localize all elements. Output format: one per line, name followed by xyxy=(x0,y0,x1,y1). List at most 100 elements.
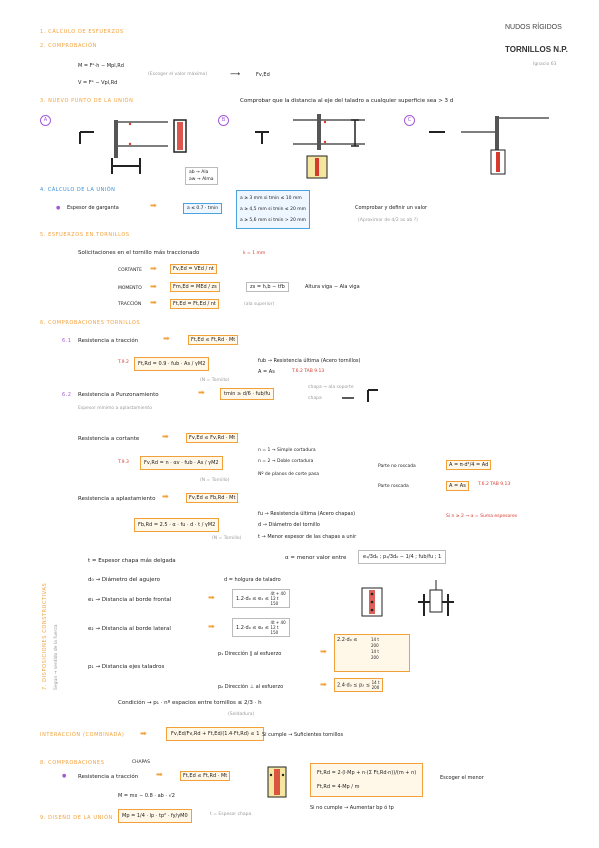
pitch-dir-2-arrow: ➡ xyxy=(320,680,327,689)
check-2-label: Resistencia a Punzonamiento xyxy=(78,392,159,398)
connection-a-drawing xyxy=(79,119,187,174)
fv-rd-box: Fv,Rd = n · αv · fub · As / γM2 xyxy=(140,456,223,470)
shear-label: CORTANTE xyxy=(118,268,142,273)
garganta-bullet: ● xyxy=(56,205,61,211)
distance-statement: Comprobar que la distancia al eje del ta… xyxy=(240,98,454,104)
moment-box: Fm,Ed = MEd / zs xyxy=(170,282,220,292)
garganta-rule-1: a ≥ 3 mm si tmin ≤ 10 mm xyxy=(240,196,302,201)
e2-rule-2: 12 t xyxy=(270,625,279,630)
punz-note: Espesor mínimo a aplastamiento xyxy=(78,406,152,411)
e2-box-text: 1.2·d₀ ≤ e₂ ≤ xyxy=(236,625,269,631)
check-2-num: 6.2 xyxy=(62,392,72,398)
fv-case-2-label: Parte roscada xyxy=(378,484,409,489)
bolt-statement: Solicitaciones en el tornillo más tracci… xyxy=(78,250,200,256)
pitch-dir-1-arrow: ➡ xyxy=(320,647,327,656)
fv-case-1-box: A = π·d²/4 = Ad xyxy=(446,460,492,470)
ft-rd-plate-1: Ft,Rd = 2·(l·Mp + n·(Σ Ft,Rd·n))/(m + n) xyxy=(317,770,417,776)
shear-arrow: ➡ xyxy=(150,264,157,273)
fv-case-2-box: A = As xyxy=(446,481,469,491)
section-6-heading: 6. COMPROBACIONES TORNILLOS xyxy=(40,320,141,326)
shear-formula: V = Fᵉ − Vpl,Rd xyxy=(78,80,118,86)
thin-plate-line: t = Espesor chapa más delgada xyxy=(88,558,176,564)
check-4-arrow: ➡ xyxy=(162,492,169,501)
ft-rd-plate-box: Ft,Rd = 2·(l·Mp + n·(Σ Ft,Rd·n))/(m + n)… xyxy=(310,763,424,797)
ft-rd-box: Ft,Rd = 0.9 · fub · As / γM2 xyxy=(134,357,210,371)
e1-arrow: ➡ xyxy=(208,593,215,602)
ft-plate-result: Si no cumple → Aumentar bp ó tp xyxy=(310,805,394,811)
connection-c-drawing xyxy=(429,116,549,175)
check-2-box: tmin ≥ d/6 · fub/fu xyxy=(220,388,275,400)
header-topic: NUDOS RÍGIDOS xyxy=(505,24,562,31)
e2-line: e₂ → Distancia al borde lateral xyxy=(88,626,171,632)
option-c-badge: C xyxy=(404,115,415,126)
p1-rule-1: 14 t xyxy=(371,637,379,642)
traction-label: TRACCIÓN xyxy=(118,302,142,307)
p1-rule-3: 14 t xyxy=(371,649,379,654)
e1-line: e₁ → Distancia al borde frontal xyxy=(88,597,172,603)
moment-label: MOMENTO xyxy=(118,286,142,291)
zs-note: Altura viga − Ala viga xyxy=(305,284,360,290)
check-1-box: Ft,Ed ≤ Ft,Rd · Mt xyxy=(188,335,239,345)
chapa-note-2: chapa xyxy=(308,396,322,401)
max-arrow: ⟶ xyxy=(230,70,241,78)
condition-line: Condición → p₁ · nº espacios entre torni… xyxy=(118,700,262,706)
plates-check-arrow: ➡ xyxy=(156,770,163,779)
interaction-result: Si cumple → Suficientes tornillos xyxy=(262,732,344,738)
zs-hint: (ala superior) xyxy=(244,302,275,307)
hole-note-ab: ab → Ala xyxy=(189,170,209,175)
header-note: Ignacio 63 xyxy=(533,62,557,67)
ft-rd-hint: (N = Tornillo) xyxy=(200,378,230,383)
fv-note-1: n = 1 → Simple cortadura xyxy=(258,448,316,453)
ft-rd-plate-2: Ft,Rd = 4·Mp / m xyxy=(317,784,360,790)
d0-result: d = holgura de taladro xyxy=(224,577,281,583)
interaction-arrow: ➡ xyxy=(140,729,147,738)
plates-check-box: Ft,Ed ≤ Ft,Rd · Mt xyxy=(180,771,231,781)
design-heading: 9. DISEÑO DE LA UNIÓN xyxy=(40,815,113,821)
header-title: TORNILLOS N.P. xyxy=(505,45,568,54)
max-hint: (Escoger el valor máximo) xyxy=(148,72,208,77)
check-1-arrow: ➡ xyxy=(163,334,170,343)
e1-rule-2: 12 t xyxy=(270,596,279,601)
fv-rd-hint: (N = Tornillo) xyxy=(200,478,230,483)
traction-arrow: ➡ xyxy=(150,298,157,307)
mp-hint: t = Espesor chapa xyxy=(210,812,252,817)
tab-9-2: T.9.2 xyxy=(118,360,129,365)
garganta-arrow: ➡ xyxy=(150,201,157,210)
check-2-arrow: ➡ xyxy=(198,388,205,397)
section-7-side-sub: Según → sentido de la fuerza xyxy=(54,624,59,690)
garganta-hint: (Aproximar de d/2 as ab ?) xyxy=(358,218,418,223)
hole-note: ab → Ala aw → Alma xyxy=(185,167,218,185)
e1-rule-3: 150 xyxy=(270,601,279,606)
plates-heading: 8. COMPROBACIONES xyxy=(40,760,105,766)
ft-note-2-red: T.6.2 TAB 9.13 xyxy=(292,369,325,374)
ft-note-1: fub → Resistencia última (Acero tornillo… xyxy=(258,358,361,364)
section-5-heading: 5. ESFUERZOS EN TORNILLOS xyxy=(40,232,130,238)
section-1-heading: 1. CÁLCULO DE ESFUERZOS xyxy=(40,29,124,35)
tab-9-3: T.9.3 xyxy=(118,460,129,465)
fv-note-2: n = 2 → Doble cortadura xyxy=(258,459,314,464)
hole-note-aw: aw → Alma xyxy=(189,177,214,182)
e1-box-text: 1.2·d₀ ≤ e₁ ≤ xyxy=(236,596,269,602)
plates-bullet: ● xyxy=(62,773,67,779)
pitch-dir-1: p₁ Dirección ∥ al esfuerzo xyxy=(218,651,282,657)
fb-note-3: t → Menor espesor de las chapas a unir xyxy=(258,534,357,540)
p2-box-text: 2.4·d₀ ≤ p₂ ≤ xyxy=(337,682,371,689)
p1-rule-2: 200 xyxy=(371,643,379,648)
fb-note-1: fu → Resistencia última (Acero chapas) xyxy=(258,511,356,517)
garganta-box: a ≤ 0.7 · tmin xyxy=(183,203,223,214)
check-1-num: 6.1 xyxy=(62,338,72,344)
d0-line: d₀ → Diámetro del agujero xyxy=(88,577,161,583)
fb-rd-box: Fb,Rd = 2.5 · α · fu · d · t / γM2 xyxy=(134,518,220,532)
alpha-box: e₁/3d₀ ; p₁/3d₀ − 1/4 ; fub/fu ; 1 xyxy=(358,550,447,564)
fb-red-note: Si n ≥ 2 → α = Suma espesores xyxy=(446,514,518,519)
section-2-heading: 2. COMPROBACIÓN xyxy=(40,43,97,49)
m-line: M = mx − 0.8 · ab · √2 xyxy=(118,793,175,799)
pitch-line: p₁ → Distancia ejes taladros xyxy=(88,664,165,670)
shear-box: Fv,Ed = VEd / nt xyxy=(170,264,217,274)
fv-case-2-red: T.6.2 TAB 9.13 xyxy=(478,482,511,487)
p2-rule-1: 14 t xyxy=(371,680,380,685)
p1-box-text: 2.2·d₀ ≤ xyxy=(337,637,358,643)
check-3-arrow: ➡ xyxy=(162,432,169,441)
fv-note-3: Nº de planos de corte pasa xyxy=(258,472,320,477)
check-4-box: Fv,Ed ≤ Fb,Rd · Mt xyxy=(186,493,239,503)
